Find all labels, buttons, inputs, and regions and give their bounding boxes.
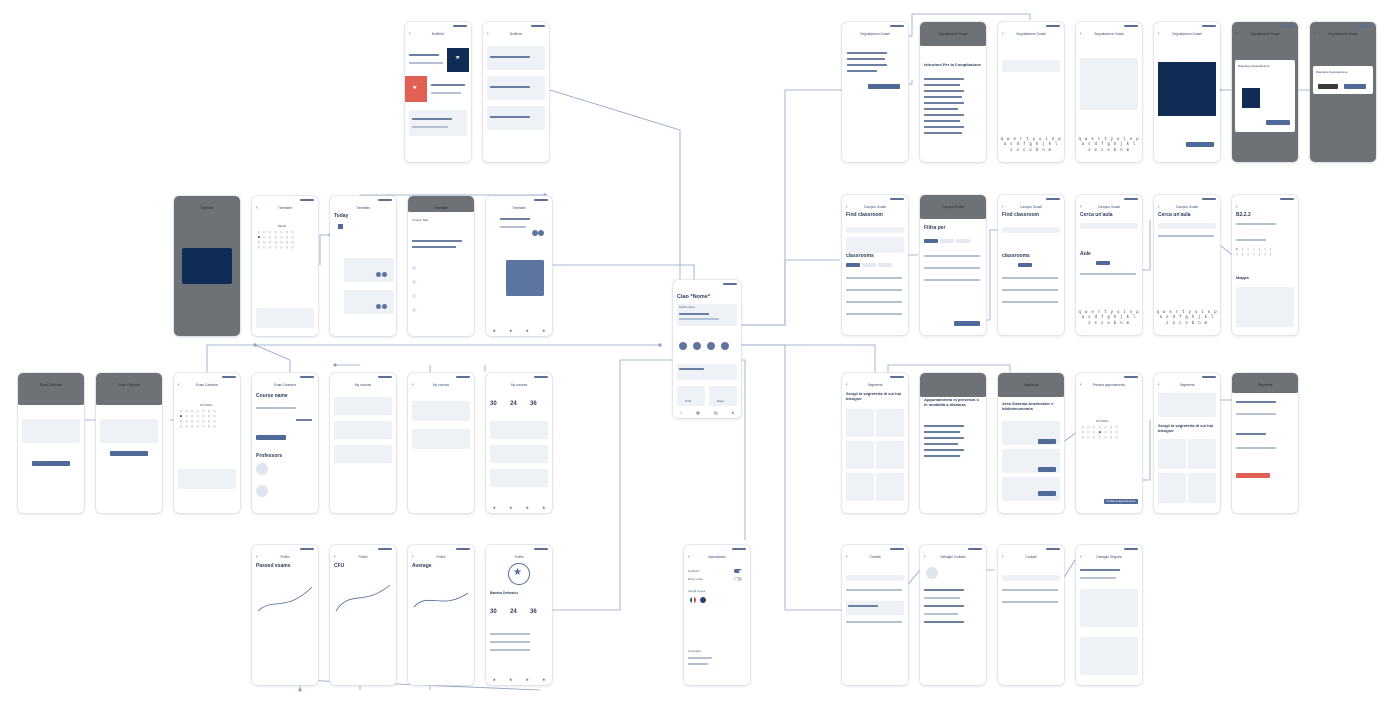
screen-notifiche-2[interactable]: ‹ Notifiche: [483, 22, 549, 162]
shortcut-timetable-icon[interactable]: [679, 342, 687, 350]
screen-passed-exams[interactable]: ‹ Profilo Passed exams: [252, 545, 318, 685]
cfu-chart: [335, 584, 391, 612]
passed-exams-chart: [257, 586, 313, 612]
star-icon: ★: [412, 86, 418, 90]
screen-my-courses-2[interactable]: ‹ My courses: [408, 373, 474, 513]
average-chart: [413, 592, 469, 608]
screen-cerca-aula[interactable]: ‹ Campus Guasti Cerca un'aula Aule q w e…: [1076, 195, 1142, 335]
apply-filter-button[interactable]: [954, 321, 980, 326]
screen-istruzioni[interactable]: Segnalazione Guasti Istruzioni Per la Co…: [920, 22, 986, 162]
screen-filter[interactable]: Campus Guasti Filtra per: [920, 195, 986, 335]
confirm-button[interactable]: [1266, 120, 1290, 125]
search-input[interactable]: [846, 227, 904, 233]
screen-segnalazione-1[interactable]: Segnalazione Guasti: [842, 22, 908, 162]
photo-preview: [1158, 62, 1216, 116]
home-title: Ciao *Nome*: [677, 294, 711, 300]
book-icon: ▤: [713, 409, 718, 415]
screen-appuntamento[interactable]: Appuntamento in presenza o in modalità a…: [920, 373, 986, 513]
screen-dettaglio-segnala[interactable]: ‹ Dettaglio Segnala: [1076, 545, 1142, 685]
news-card-title: Notizia Vicina: [679, 306, 695, 309]
cancel-appointment-button[interactable]: [1236, 473, 1270, 478]
italian-flag-icon[interactable]: [690, 597, 696, 603]
screen-find-classroom[interactable]: ‹ Campus Guasti Find classroom classroom…: [842, 195, 908, 335]
search-input[interactable]: [1158, 223, 1216, 229]
screen-exam-calendar-1[interactable]: Exam Calendar: [18, 373, 84, 513]
screen-timetable-month[interactable]: ‹ Timetable Month □ □ □ □ □ □ □ ■ □ □ □ …: [252, 196, 318, 336]
text-input[interactable]: [1002, 60, 1060, 72]
screen-room-detail[interactable]: ‹ B2.2.2 ▮ ▯ ▯ ▯ ▯ ▯ ▯ ▯ ▯ ▯ ▯ ▯ ▯ ▯ Map…: [1232, 195, 1298, 335]
description-textarea[interactable]: [1080, 58, 1138, 110]
screen-segnalazione-form-1[interactable]: ‹ Segnalazione Guasti q w e r t y u i o …: [998, 22, 1064, 162]
screen-segreteria[interactable]: ‹ Segreteria Scegli la segreteria di cui…: [842, 373, 908, 513]
screen-segnalazione-photo[interactable]: ‹ Segnalazione Guasti: [1154, 22, 1220, 162]
screen-contatti-2[interactable]: ‹ Contatti: [998, 545, 1064, 685]
avatar: [926, 567, 938, 579]
screen-exam-calendar[interactable]: ‹ Exam Calendar Oct 2021 □ □ □ □ □ □ □ ■…: [174, 373, 240, 513]
screen-notifiche-1[interactable]: ‹ Notifiche ★ ★: [405, 22, 471, 162]
screen-average[interactable]: ‹ Profilo Average: [408, 545, 474, 685]
user-icon: ●: [731, 409, 735, 415]
screen-dettaglio-contatto[interactable]: ‹ Dettaglio Contatto: [920, 545, 986, 685]
cancel-registration-button[interactable]: [110, 451, 148, 456]
calendar-icon: ▦: [696, 409, 701, 415]
news-image: [447, 48, 469, 72]
screen-segreteria-detail[interactable]: Segreteria: [1232, 373, 1298, 513]
next-button[interactable]: [1186, 142, 1214, 147]
shortcut-contacts-icon[interactable]: [721, 342, 729, 350]
bottom-nav[interactable]: ⌂ ▦ ▤ ●: [673, 408, 741, 416]
screen-profile[interactable]: Profilo ★ Bamica Dettesico 30 24 36 ★★★★: [486, 545, 552, 685]
search-input[interactable]: [1080, 223, 1138, 229]
map-area[interactable]: [1236, 287, 1294, 327]
screen-segnalazione-form-2[interactable]: ‹ Segnalazione Guasti q w e r t y u i o …: [1076, 22, 1142, 162]
screen-home[interactable]: Ciao *Nome* Notizia Vicina Profili Mappe…: [673, 280, 741, 418]
search-input[interactable]: [1002, 575, 1060, 581]
screen-segreteria-2[interactable]: ‹ Segreteria Scegli la segreteria di cui…: [1154, 373, 1220, 513]
confirm-appointment-button[interactable]: Conferma appuntamento: [1104, 499, 1138, 504]
tile-mappe[interactable]: [709, 386, 737, 406]
english-flag-icon[interactable]: [700, 597, 706, 603]
dark-mode-toggle[interactable]: [734, 577, 742, 581]
confirm-dialog[interactable]: [1313, 66, 1373, 94]
start-report-button[interactable]: [868, 84, 900, 89]
screen-contatti[interactable]: ‹ Contatti: [842, 545, 908, 685]
screen-segnalazione-dialog-1[interactable]: ‹ Segnalazione Guasti Riepilogo Segnalaz…: [1232, 22, 1298, 162]
screen-impostazioni[interactable]: ‹ Impostazioni Notifiche Dark mode Scegl…: [684, 545, 750, 685]
screen-timetable-today[interactable]: Timetable Today: [330, 196, 396, 336]
screen-cfu[interactable]: ‹ Profilo CFU: [330, 545, 396, 685]
screen-area[interactable]: Segreteria Area Sistema Ansi/mister e bi…: [998, 373, 1064, 513]
screen-segnalazione-dialog-2[interactable]: ‹ Segnalazione Guasti Riepilogo Segnalaz…: [1310, 22, 1376, 162]
screen-prenota[interactable]: ‹ Prenota appuntamento Oct 2021 □ □ □ □ …: [1076, 373, 1142, 513]
home-icon: ⌂: [679, 409, 683, 415]
tile-profili[interactable]: [677, 386, 705, 406]
search-input[interactable]: [846, 575, 904, 581]
screen-course[interactable]: Exam Calendar Course name Professors: [252, 373, 318, 513]
photo-thumb: [1242, 88, 1260, 108]
notifications-toggle[interactable]: [734, 569, 742, 573]
screen-timetable-dialog[interactable]: Timetable: [174, 196, 240, 336]
star-icon: ★: [455, 56, 461, 60]
send-button[interactable]: [1344, 84, 1366, 89]
event-dialog[interactable]: [182, 248, 232, 284]
screen-exam-calendar-2[interactable]: Exam Calendar: [96, 373, 162, 513]
star-icon: ★: [513, 567, 522, 578]
cancel-button[interactable]: [1318, 84, 1338, 89]
screen-course-detail[interactable]: Timetable Course Title: [408, 196, 474, 336]
screen-timetable-week[interactable]: Timetable ★★★★: [486, 196, 552, 336]
screen-my-courses-3[interactable]: My courses 30 24 36 ★★★★: [486, 373, 552, 513]
news-image-red: [405, 76, 427, 102]
shortcut-secretary-icon[interactable]: [707, 342, 715, 350]
screen-my-courses-1[interactable]: My courses: [330, 373, 396, 513]
screen-find-classroom-2[interactable]: ‹ Campus Guasti Find classroom classroom…: [998, 195, 1064, 335]
profile-avatar: [508, 563, 530, 585]
screen-cerca-aula-2[interactable]: ‹ Campus Guasti Cerca un'aula q w e r t …: [1154, 195, 1220, 335]
search-input[interactable]: [1002, 227, 1060, 233]
shortcut-courses-icon[interactable]: [693, 342, 701, 350]
register-button[interactable]: [32, 461, 70, 466]
